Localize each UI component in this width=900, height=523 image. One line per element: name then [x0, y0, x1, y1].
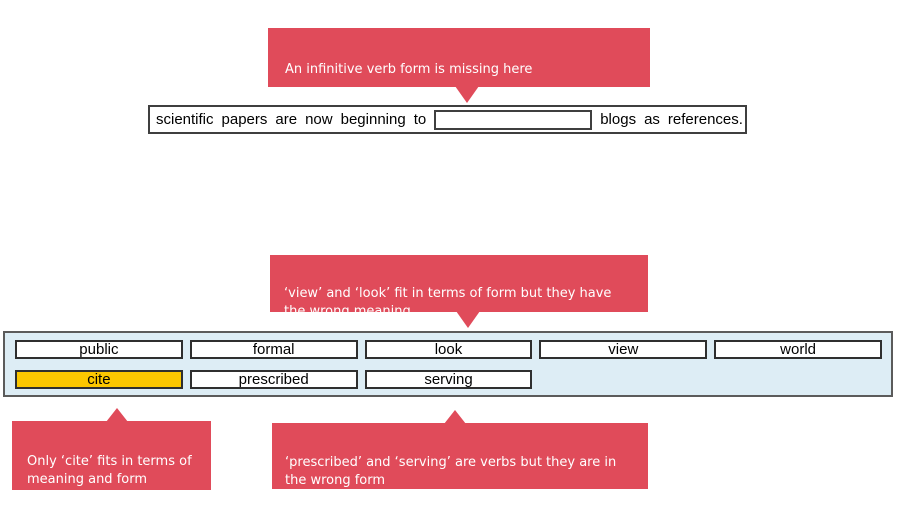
sentence-word: papers	[221, 111, 268, 128]
sentence-word: references.	[667, 111, 743, 128]
callout-cite-hint: Only ‘cite’ fits in terms of meaning and…	[12, 408, 211, 490]
word-button-world[interactable]: world	[714, 340, 882, 359]
callout-prescribed-serving-hint: ‘prescribed’ and ‘serving’ are verbs but…	[272, 410, 648, 489]
word-button-formal[interactable]: formal	[189, 340, 358, 359]
callout-infinitive-hint: An infinitive verb form is missing here	[268, 28, 650, 103]
sentence-word: as	[644, 111, 660, 128]
callout-view-look-hint: ‘view’ and ‘look’ fit in terms of form b…	[270, 255, 648, 328]
word-button-public[interactable]: public	[15, 340, 183, 359]
word-button-cite[interactable]: cite	[15, 370, 183, 389]
word-button-view[interactable]: view	[539, 340, 708, 359]
callout-pointer-down-icon	[456, 311, 480, 328]
sentence-word: blogs	[600, 111, 637, 128]
callout-cite-hint-text: Only ‘cite’ fits in terms of meaning and…	[27, 454, 192, 487]
sentence-word: beginning	[340, 111, 406, 128]
sentence-word: to	[413, 111, 427, 128]
callout-pointer-down-icon	[455, 86, 479, 103]
answer-blank[interactable]	[434, 109, 593, 130]
sentence-word: scientific	[156, 111, 214, 128]
word-button-serving[interactable]: serving	[364, 370, 533, 389]
sentence-word: now	[305, 111, 333, 128]
word-bank: public formal look view world cite prescribed s…	[3, 331, 893, 397]
callout-pointer-up-icon	[444, 410, 466, 424]
sentence-word: are	[275, 111, 298, 128]
callout-pointer-up-icon	[106, 408, 128, 422]
word-button-prescribed[interactable]: prescribed	[189, 370, 358, 389]
callout-prescribed-serving-hint-text: ‘prescribed’ and ‘serving’ are verbs but…	[285, 455, 617, 488]
callout-view-look-hint-text: ‘view’ and ‘look’ fit in terms of form b…	[284, 286, 612, 319]
word-button-look[interactable]: look	[364, 340, 533, 359]
callout-infinitive-hint-text: An infinitive verb form is missing here	[285, 62, 533, 77]
